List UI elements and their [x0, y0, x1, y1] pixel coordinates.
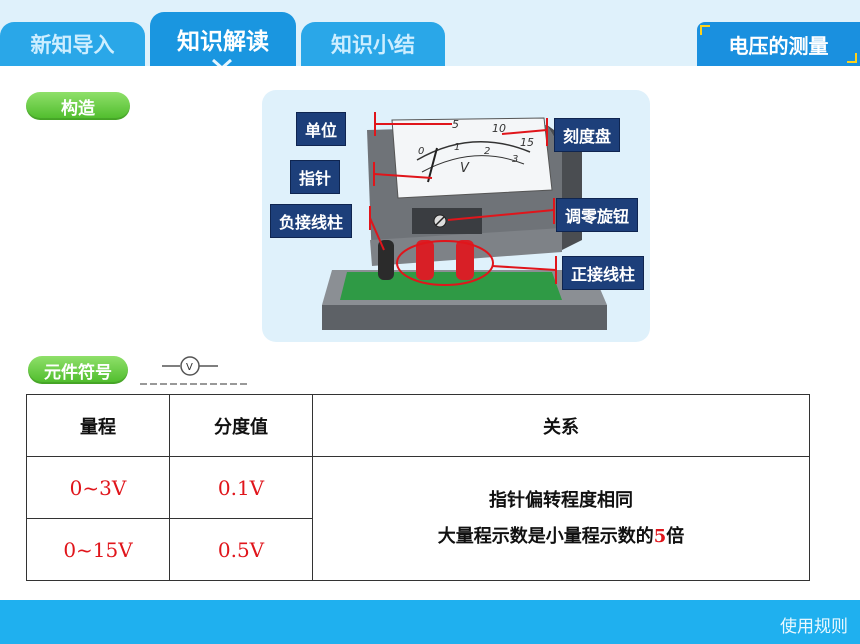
label-negative-terminal: 负接线柱 — [270, 204, 353, 238]
scale-top-5: 5 — [452, 118, 459, 131]
relation-suffix: 倍 — [666, 525, 685, 547]
page-title: 电压的测量 — [697, 22, 860, 66]
main-content: 构造 5 10 15 0 1 2 3 V — [0, 66, 860, 600]
tab-knowledge-reading[interactable]: 知识解读 — [150, 12, 296, 66]
label-positive-terminal: 正接线柱 — [562, 256, 645, 290]
voltmeter-symbol: V — [140, 356, 250, 385]
header-range: 量程 — [26, 394, 170, 457]
relation-cell: 指针偏转程度相同 大量程示数是小量程示数的5倍 — [312, 456, 810, 581]
relation-line-2: 大量程示数是小量程示数的5倍 — [313, 519, 809, 555]
voltmeter-illustration: 5 10 15 0 1 2 3 V — [322, 112, 607, 330]
relation-line-1: 指针偏转程度相同 — [489, 489, 633, 511]
scale-bottom-1: 1 — [454, 142, 460, 153]
scale-top-10: 10 — [492, 122, 506, 135]
range-cell: 0~15V — [26, 518, 170, 581]
scale-bottom-2: 2 — [484, 146, 490, 157]
table-row: 0~3V 0.1V 指针偏转程度相同 大量程示数是小量程示数的5倍 — [26, 456, 810, 581]
unit-mark: V — [460, 161, 470, 176]
scale-bottom-3: 3 — [512, 154, 518, 165]
usage-rules-link[interactable]: 使用规则 — [780, 617, 848, 637]
range-table: 量程 分度值 关系 0~3V 0.1V 指针偏转程度相同 大量程示数是小量程示数… — [26, 394, 810, 581]
table-header-row: 量程 分度值 关系 — [26, 394, 810, 457]
section-structure-label: 构造 — [26, 92, 130, 120]
division-cell: 0.5V — [169, 518, 313, 581]
scale-bottom-0: 0 — [418, 146, 424, 157]
relation-multiple: 5 — [653, 525, 667, 547]
label-pointer: 指针 — [290, 160, 341, 194]
top-navigation: 新知导入 知识解读 知识小结 电压的测量 — [0, 0, 860, 71]
symbol-letter: V — [186, 362, 193, 373]
relation-prefix: 大量程示数是小量程示数的 — [437, 525, 654, 547]
voltmeter-diagram: 5 10 15 0 1 2 3 V — [262, 90, 650, 342]
division-cell: 0.1V — [169, 456, 313, 519]
table-row: 0~15V 0.5V — [26, 518, 810, 581]
range-value: 0~15V — [63, 537, 133, 562]
label-unit: 单位 — [296, 112, 347, 146]
tab-knowledge-summary[interactable]: 知识小结 — [301, 22, 445, 66]
header-division: 分度值 — [169, 394, 313, 457]
label-zero-knob: 调零旋钮 — [556, 198, 639, 232]
division-value: 0.5V — [217, 537, 265, 562]
scale-top-15: 15 — [520, 136, 534, 149]
range-cell: 0~3V — [26, 456, 170, 519]
division-value: 0.1V — [217, 475, 265, 500]
label-dial: 刻度盘 — [554, 118, 621, 152]
tab-new-knowledge[interactable]: 新知导入 — [0, 22, 145, 66]
section-symbol-label: 元件符号 — [28, 356, 128, 384]
bottom-bar: 使用规则 — [0, 600, 860, 644]
header-relation: 关系 — [312, 394, 810, 457]
range-value: 0~3V — [69, 475, 127, 500]
